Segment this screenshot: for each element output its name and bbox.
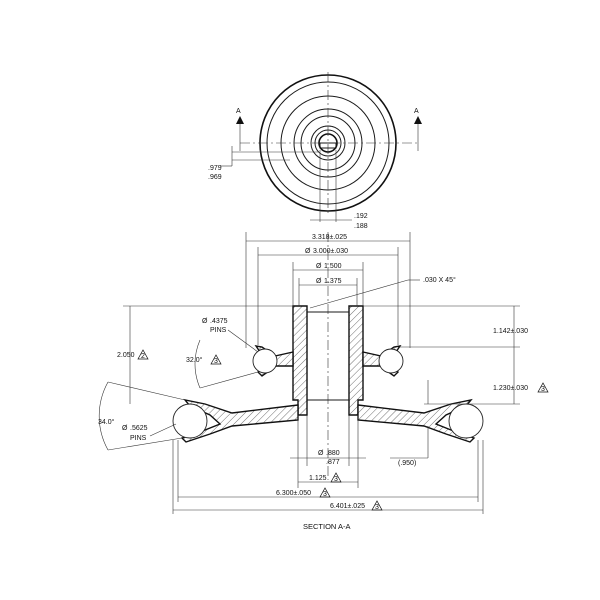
- upper-pin-left: [252, 348, 278, 374]
- dim-880-upper: .880: [326, 450, 340, 457]
- dim-2050-text: 2.050: [117, 352, 135, 359]
- hub-right-wall: [348, 305, 364, 416]
- angle-upper-flag-triangle: [210, 354, 222, 365]
- angle-upper-text: 32.0°: [186, 356, 203, 364]
- dim-1500-text: 1.500: [324, 263, 342, 270]
- dim-3000-text: 3.000±.030: [313, 248, 348, 255]
- angle-lower-leader-bottom: [107, 437, 183, 451]
- section-mark-right: A: [414, 108, 419, 115]
- section-arrow-left-icon: [236, 116, 244, 124]
- top-view: A A .979 .969 .192 .188: [208, 72, 422, 230]
- angle-lower-arc: [98, 381, 109, 451]
- dim-1500-symbol: Ø: [316, 263, 322, 270]
- dim-6401-flag: 3: [375, 504, 379, 511]
- lower-pin-left: [172, 403, 208, 439]
- chamfer-text: .030 X 45°: [423, 276, 456, 284]
- lower-web-right: [357, 398, 476, 443]
- dim-1125-text: 1.125: [309, 475, 327, 482]
- dim-6300-flag-triangle: [319, 487, 331, 498]
- pin-upper-dia: .4375: [210, 318, 228, 325]
- dim-3000-symbol: Ø: [305, 248, 311, 255]
- keyway: [319, 142, 337, 149]
- section-view: 3.318±.025 Ø 3.000±.030 Ø 1.500 Ø 1.375 …: [98, 232, 549, 531]
- dim-192-upper: .192: [354, 213, 368, 220]
- dim-1230-flag-triangle: [537, 382, 549, 393]
- dim-6401-flag-triangle: [371, 500, 383, 511]
- dim-6300-flag: 3: [323, 491, 327, 498]
- pin-lower-leader: [149, 423, 177, 437]
- dim-1142-text: 1.142±.030: [493, 328, 528, 335]
- hub-left-wall: [292, 305, 308, 416]
- dim-1375-text: 1.375: [324, 278, 342, 285]
- pin-upper-label: PINS: [210, 327, 227, 334]
- angle-upper-leader: [199, 371, 259, 389]
- dim-1230-flag: 3: [541, 386, 545, 393]
- dim-1230-text: 1.230±.030: [493, 385, 528, 392]
- section-title: SECTION A-A: [303, 522, 351, 531]
- dim-950-text: (.950): [398, 460, 416, 467]
- upper-pin-right: [378, 348, 404, 374]
- angle-upper-flag: 3: [214, 358, 218, 365]
- dim-979-lower: .969: [208, 174, 222, 181]
- chamfer-leader: [309, 279, 409, 309]
- dim-1125-flag: 3: [334, 476, 338, 483]
- angle-upper-arc: [194, 339, 201, 389]
- dim-880-lower: .877: [326, 459, 340, 466]
- dim-2050-flag: 2: [141, 353, 145, 360]
- angle-lower-leader-top: [107, 381, 186, 401]
- lower-web-left: [180, 398, 299, 443]
- pin-lower-dia: .5625: [130, 425, 148, 432]
- dim-6401-text: 6.401±.025: [330, 503, 365, 510]
- dim-192-lower: .188: [354, 223, 368, 230]
- section-mark-left: A: [236, 108, 241, 115]
- dim-6300-text: 6.300±.050: [276, 490, 311, 497]
- dim-3318-text: 3.318±.025: [312, 234, 347, 241]
- dim-2050-flag-triangle: [137, 349, 149, 360]
- section-arrow-right-icon: [414, 116, 422, 124]
- dim-1375-symbol: Ø: [316, 278, 322, 285]
- angle-lower-text: 34.0°: [98, 418, 115, 426]
- lower-pin-right: [448, 403, 484, 439]
- pin-lower-symbol: Ø: [122, 425, 128, 432]
- dim-979-upper: .979: [208, 165, 222, 172]
- dim-880-symbol: Ø: [318, 450, 324, 457]
- pin-upper-symbol: Ø: [202, 318, 208, 325]
- pin-upper-leader: [227, 329, 259, 353]
- pin-lower-label: PINS: [130, 435, 147, 442]
- dim-1125-flag-triangle: [330, 472, 342, 483]
